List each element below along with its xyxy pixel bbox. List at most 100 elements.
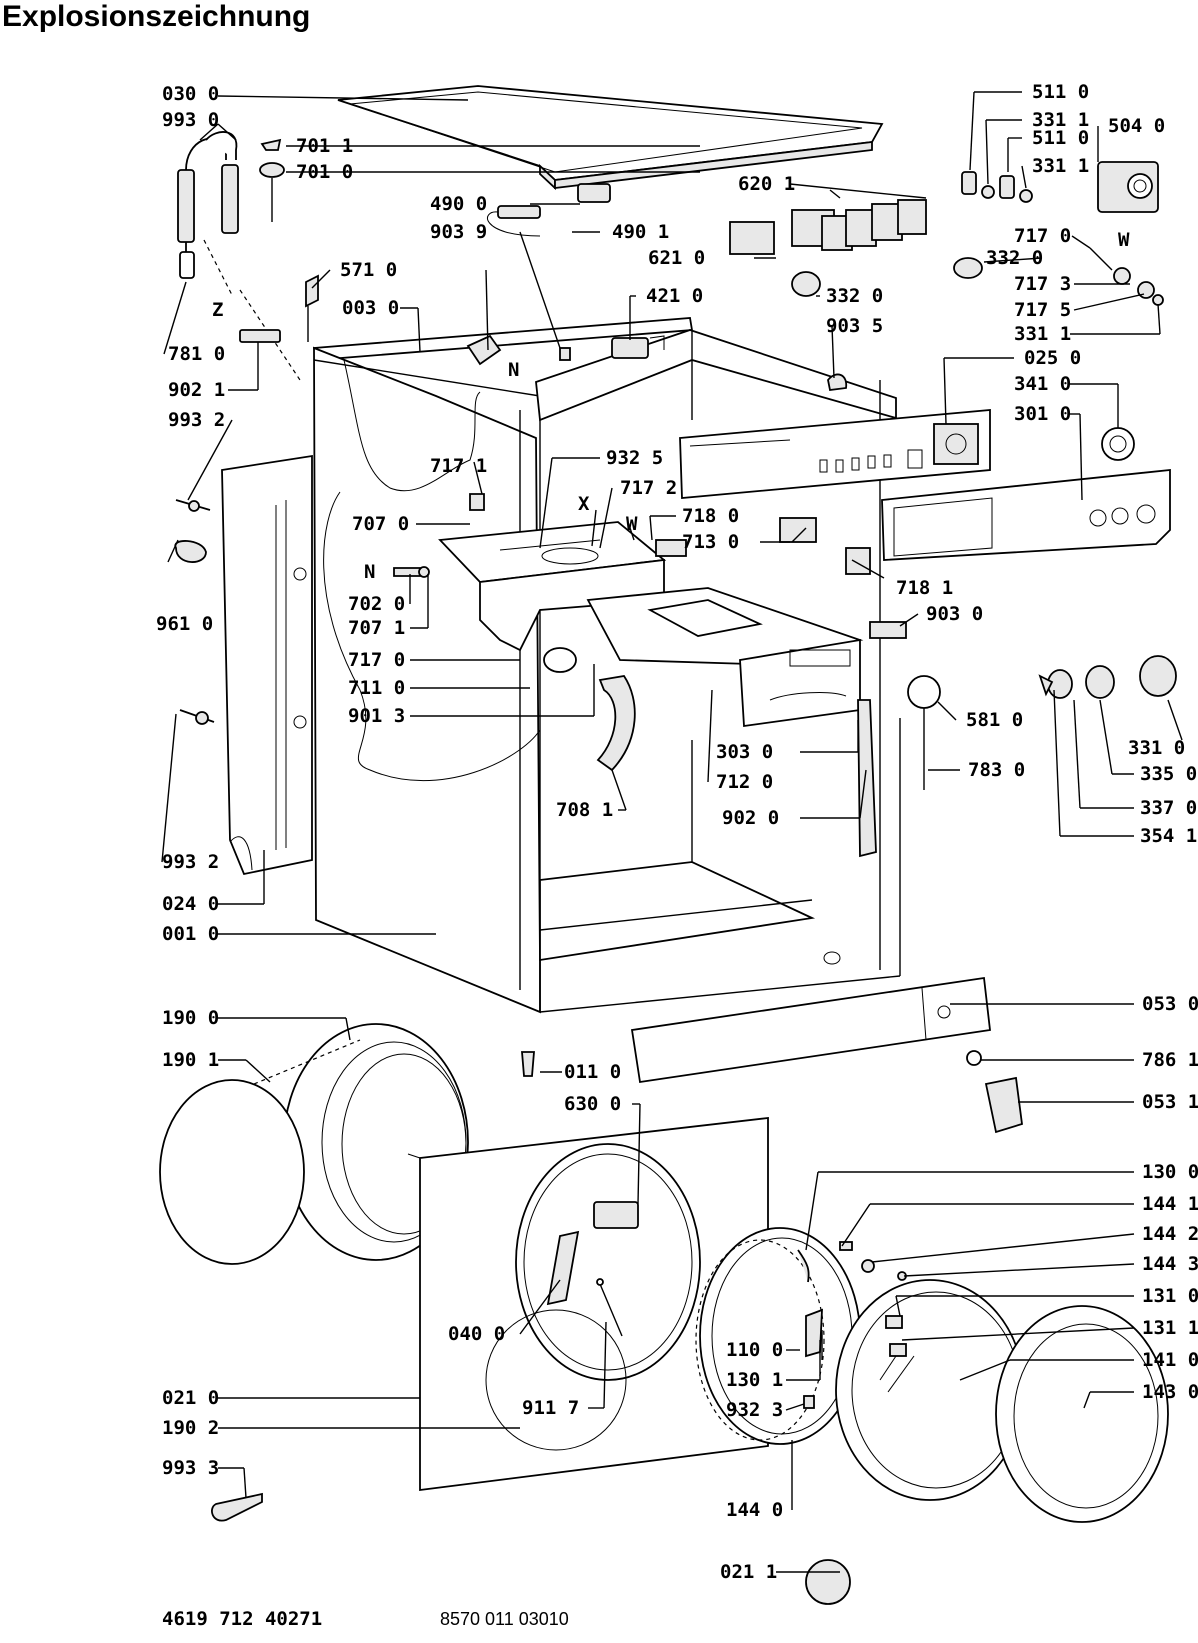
callout-717-2: 717 2 (620, 477, 677, 499)
page-title: Explosionszeichnung (2, 0, 311, 33)
callout-701-0: 701 0 (296, 161, 353, 183)
callout-130-1: 130 1 (726, 1369, 783, 1391)
callout-040-0: 040 0 (448, 1323, 505, 1345)
callout-993-3: 993 3 (162, 1457, 219, 1479)
callout-331-1-c: 331 1 (1014, 323, 1071, 345)
callout-630-0: 630 0 (564, 1093, 621, 1115)
footer-left-code: 4619 712 40271 (162, 1608, 322, 1630)
callout-332-0-right: 332 0 (986, 247, 1043, 269)
control-panel-parts (679, 409, 1171, 561)
callout-911-7: 911 7 (522, 1397, 579, 1419)
callout-713-0: 713 0 (682, 531, 739, 553)
marker-x: X (578, 493, 590, 515)
callout-707-1: 707 1 (348, 617, 405, 639)
callout-717-3: 717 3 (1014, 273, 1071, 295)
callout-717-0-right: 717 0 (1014, 225, 1071, 247)
callout-581-0: 581 0 (966, 709, 1023, 731)
footer-codes: 4619 712 40271 8570 011 03010 (162, 1608, 569, 1630)
callout-571-0: 571 0 (340, 259, 397, 281)
inlet-hose-assembly-part (177, 131, 301, 381)
control-module-parts (729, 199, 983, 297)
callout-001-0: 001 0 (162, 923, 219, 945)
footer-right-code: 8570 011 03010 (440, 1609, 569, 1629)
part-callouts: 030 0 993 0 701 1 701 0 490 0 903 9 490 … (156, 81, 1198, 1583)
callout-110-0: 110 0 (726, 1339, 783, 1361)
callout-511-0-top: 511 0 (1032, 81, 1089, 103)
callout-903-9: 903 9 (430, 221, 487, 243)
detergent-drawer-parts (438, 517, 907, 858)
callout-303-0: 303 0 (716, 741, 773, 763)
callout-903-0: 903 0 (926, 603, 983, 625)
callout-190-0: 190 0 (162, 1007, 219, 1029)
callout-707-0: 707 0 (352, 513, 409, 535)
callout-331-1-b: 331 1 (1032, 155, 1089, 177)
top-cover-part (337, 85, 884, 191)
callout-490-1: 490 1 (612, 221, 669, 243)
marker-n-left: N (364, 561, 375, 583)
letter-markers: N N Z X W W (212, 229, 1130, 583)
callout-053-1: 053 1 (1142, 1091, 1198, 1113)
callout-786-1: 786 1 (1142, 1049, 1198, 1071)
callout-902-0: 902 0 (722, 807, 779, 829)
callout-993-0: 993 0 (162, 109, 219, 131)
knobs-and-switch-parts (907, 655, 1177, 790)
callout-011-0: 011 0 (564, 1061, 621, 1083)
callout-504-0: 504 0 (1108, 115, 1165, 137)
callout-021-1: 021 1 (720, 1561, 777, 1583)
callout-932-5: 932 5 (606, 447, 663, 469)
callout-718-0: 718 0 (682, 505, 739, 527)
callout-932-3: 932 3 (726, 1399, 783, 1421)
callout-144-3: 144 3 (1142, 1253, 1198, 1275)
parts-illustration (159, 85, 1177, 1605)
callout-961-0: 961 0 (156, 613, 213, 635)
callout-783-0: 783 0 (968, 759, 1025, 781)
callout-331-1-a: 331 1 (1032, 109, 1089, 131)
callout-712-0: 712 0 (716, 771, 773, 793)
small-valve-parts (239, 138, 848, 391)
plinth-parts (521, 976, 1023, 1134)
callout-903-5: 903 5 (826, 315, 883, 337)
marker-w-right: W (1118, 229, 1130, 251)
callout-337-0: 337 0 (1140, 797, 1197, 819)
callout-717-1: 717 1 (430, 455, 487, 477)
callout-511-0-second: 511 0 (1032, 127, 1089, 149)
cabinet-body-part (312, 317, 901, 1014)
callout-025-0: 025 0 (1024, 347, 1081, 369)
leader-lines (161, 91, 1183, 1573)
front-panel-part (407, 1116, 769, 1492)
callout-190-1: 190 1 (162, 1049, 219, 1071)
callout-354-1: 354 1 (1140, 825, 1197, 847)
callout-993-2-top: 993 2 (168, 409, 225, 431)
callout-131-0: 131 0 (1142, 1285, 1198, 1307)
callout-332-0-mid: 332 0 (826, 285, 883, 307)
callout-021-0: 021 0 (162, 1387, 219, 1409)
callout-131-1: 131 1 (1142, 1317, 1198, 1339)
callout-620-1: 620 1 (738, 173, 795, 195)
callout-335-0: 335 0 (1140, 763, 1197, 785)
callout-902-1: 902 1 (168, 379, 225, 401)
callout-331-0: 331 0 (1128, 737, 1185, 759)
callout-053-0: 053 0 (1142, 993, 1198, 1015)
callout-621-0: 621 0 (648, 247, 705, 269)
callout-717-5: 717 5 (1014, 299, 1071, 321)
callout-341-0: 341 0 (1014, 373, 1071, 395)
callout-141-0: 141 0 (1142, 1349, 1198, 1371)
callout-781-0: 781 0 (168, 343, 225, 365)
marker-z: Z (212, 299, 223, 321)
misc-hardware-parts (174, 493, 485, 1522)
callout-717-0-left: 717 0 (348, 649, 405, 671)
callout-144-2: 144 2 (1142, 1223, 1198, 1245)
callout-144-0: 144 0 (726, 1499, 783, 1521)
callout-144-1: 144 1 (1142, 1193, 1198, 1215)
callout-718-1: 718 1 (896, 577, 953, 599)
callout-702-0: 702 0 (348, 593, 405, 615)
callout-708-1: 708 1 (556, 799, 613, 821)
callout-711-0: 711 0 (348, 677, 405, 699)
callout-301-0: 301 0 (1014, 403, 1071, 425)
callout-024-0: 024 0 (162, 893, 219, 915)
rear-panel-part (221, 454, 313, 876)
marker-n-top: N (508, 359, 519, 381)
callout-030-0: 030 0 (162, 83, 219, 105)
callout-701-1: 701 1 (296, 135, 353, 157)
